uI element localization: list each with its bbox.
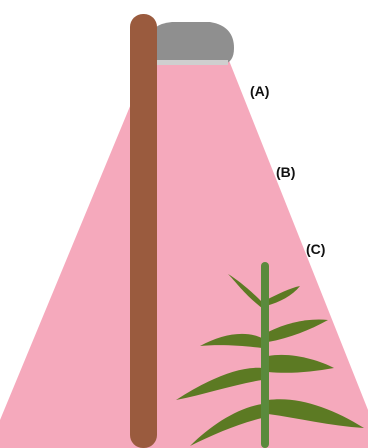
lamp-pole <box>130 14 157 448</box>
lamp-head-icon <box>150 22 234 65</box>
label-c: (C) <box>306 241 325 257</box>
label-b: (B) <box>276 164 295 180</box>
label-a: (A) <box>250 83 269 99</box>
plant-stem <box>261 262 269 448</box>
